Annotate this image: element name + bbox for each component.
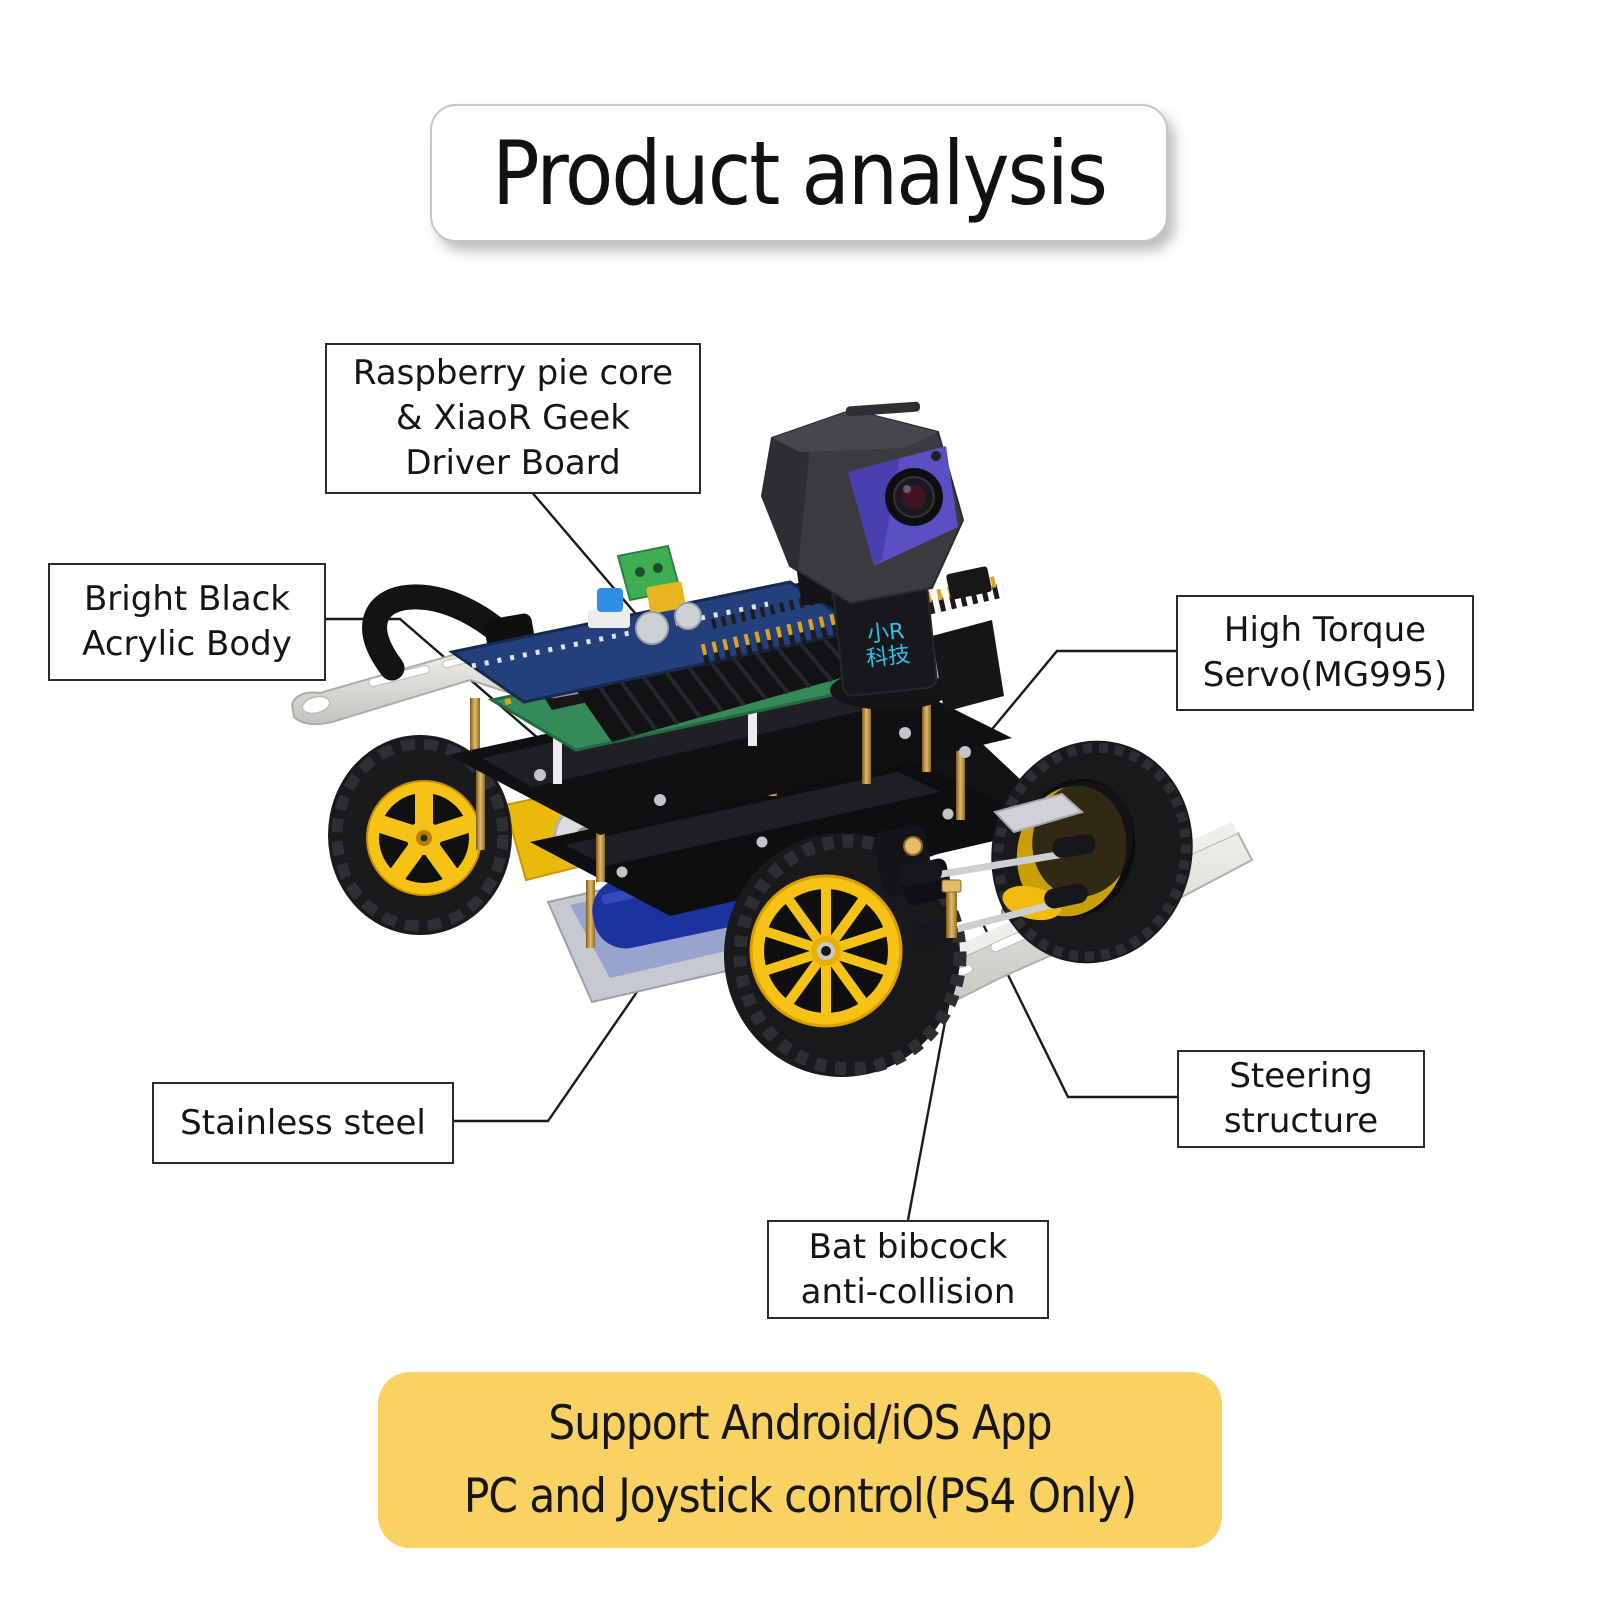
rear-left-wheel xyxy=(328,735,512,935)
camera-servo-logo-line2: 科技 xyxy=(865,643,911,672)
page-title: Product analysis xyxy=(492,121,1108,225)
callout-line: Acrylic Body xyxy=(82,624,292,664)
page-title-box: Product analysis xyxy=(430,104,1168,242)
camera-head xyxy=(760,401,965,605)
callout-high-torque-servo: High Torque Servo(MG995) xyxy=(1176,595,1474,711)
callout-stainless-steel: Stainless steel xyxy=(152,1082,454,1164)
jumper-cap xyxy=(646,581,686,614)
banner-line-2: PC and Joystick control(PS4 Only) xyxy=(463,1469,1137,1524)
pan-servo: 小R 科技 xyxy=(832,575,938,697)
callout-line: Driver Board xyxy=(405,442,621,483)
leader-line-bibcock xyxy=(906,994,952,1221)
push-button-base xyxy=(588,610,630,628)
callout-line: anti-collision xyxy=(800,1271,1016,1312)
mid-acrylic-deck xyxy=(530,760,1050,916)
callout-bat-bibcock: Bat bibcock anti-collision xyxy=(767,1220,1049,1319)
callout-line: Raspberry pie core xyxy=(352,353,674,394)
leader-line-steering xyxy=(980,921,1177,1099)
leader-line-acrylic xyxy=(322,617,599,791)
camera-servo-logo-line1: 小R xyxy=(866,619,906,648)
callout-steering-structure: Steering structure xyxy=(1177,1050,1425,1148)
callout-line: Steering xyxy=(1229,1056,1373,1097)
callout-line: Servo(MG995) xyxy=(1202,655,1448,695)
capacitor xyxy=(635,611,669,645)
camera-tower: 小R 科技 xyxy=(760,401,1004,784)
capacitor xyxy=(674,602,702,630)
banner-line-1: Support Android/iOS App xyxy=(548,1396,1052,1451)
callout-line: & XiaoR Geek xyxy=(396,398,630,439)
callout-line: Bright Black xyxy=(83,579,290,620)
steering-structure-assembly xyxy=(874,792,1096,947)
callout-acrylic-body: Bright Black Acrylic Body xyxy=(48,563,326,681)
callout-line: structure xyxy=(1223,1101,1379,1141)
callout-line: Stainless steel xyxy=(180,1102,426,1143)
callout-line: High Torque xyxy=(1223,610,1427,651)
callout-raspberry-driver-board: Raspberry pie core & XiaoR Geek Driver B… xyxy=(325,343,701,494)
push-button xyxy=(597,588,623,612)
nylon-standoffs xyxy=(553,700,757,784)
support-banner: Support Android/iOS App PC and Joystick … xyxy=(378,1372,1222,1548)
callout-line: Bat bibcock xyxy=(808,1226,1008,1267)
